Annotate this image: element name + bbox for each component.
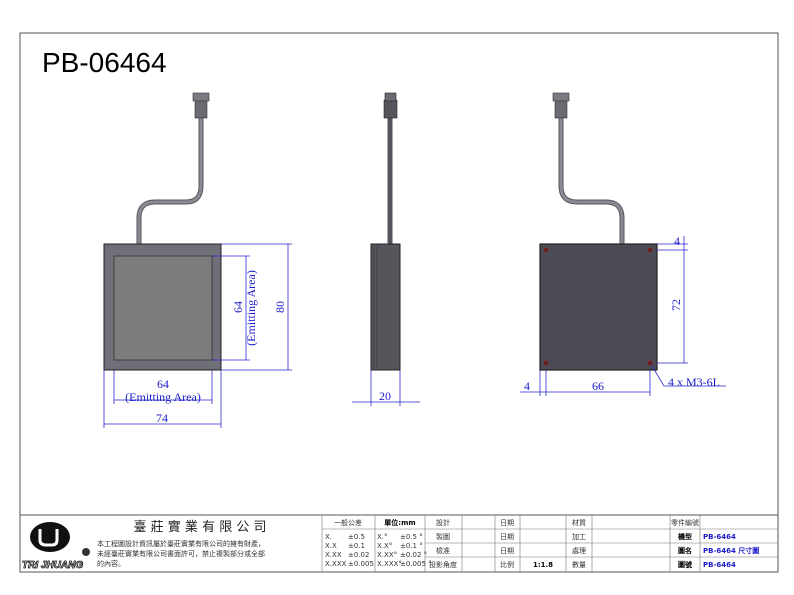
dim-depth: 20 [379, 389, 391, 403]
tolerance-value: ±0.1 ° [400, 542, 423, 550]
cable [558, 115, 625, 247]
logo-text: TRI JHUANG [22, 560, 83, 571]
tolerance-value: ±0.02 [348, 551, 369, 559]
date-label: 日期 [500, 533, 514, 541]
drawing-title: PB-06464 [42, 47, 167, 78]
cable [136, 115, 204, 247]
panel-side [370, 243, 401, 371]
part-value: PB-6464 [703, 533, 736, 541]
dim-emit-height: 64 [231, 301, 245, 313]
dim-overall-width: 74 [156, 411, 168, 425]
tolerance-format: X.XXX [325, 560, 347, 568]
date-label: 日期 [500, 547, 514, 555]
company-logo: TRI JHUANG [22, 522, 90, 571]
tolerance-value: ±0.1 [348, 542, 365, 550]
role-label: 檢准 [436, 546, 450, 555]
dim-hole-pitch-v: 72 [669, 299, 683, 311]
dim-emit-width: 64 [157, 377, 169, 391]
back-view: 4 72 4 66 4 x M3-6L [520, 92, 726, 396]
tolerance-value: ±0.5 [348, 533, 365, 541]
tolerance-format: X.X [325, 542, 337, 550]
part-label: 圖名 [678, 546, 692, 555]
role-label: 設計 [436, 518, 450, 527]
date-label: 比例 [500, 560, 514, 569]
connector [194, 99, 208, 119]
tolerance-format: X.XXX° [377, 560, 402, 568]
part-value: PB-6464 [703, 561, 736, 569]
tolerance-value: ±0.005 [348, 560, 374, 568]
material-label: 加工 [572, 532, 586, 541]
company-name: 臺 莊 實 業 有 限 公 司 [134, 519, 267, 535]
part-label: 零件編號 [671, 518, 699, 527]
dim-edge-left: 4 [524, 379, 530, 393]
tolerance-header: 一般公差 [334, 518, 362, 527]
connector [383, 99, 398, 119]
mounting-holes [543, 247, 653, 366]
role-label: 製圖 [436, 532, 450, 541]
side-view: 20 [352, 92, 420, 406]
dim-edge-top: 4 [674, 234, 680, 248]
dim-emit-height-label: (Emitting Area) [244, 270, 258, 346]
part-label: 圖號 [678, 560, 692, 569]
hole-callout: 4 x M3-6L [668, 375, 720, 389]
tolerance-value: ±0.5 ° [400, 533, 423, 541]
role-label: 投影角度 [429, 560, 457, 569]
tolerance-value: ±0.02 ° [400, 551, 427, 559]
part-value: PB-6464 尺寸圖 [703, 546, 759, 555]
connector [554, 99, 568, 119]
tolerance-format: X.XX° [377, 551, 397, 559]
notice-line: 本工程圖設計資訊屬於臺莊實業有限公司的擁有財產， [97, 539, 265, 548]
part-label: 機型 [678, 532, 692, 541]
tolerance-format: X.XX [325, 551, 342, 559]
material-label: 數量 [572, 560, 586, 569]
tolerance-format: X. [325, 533, 332, 541]
front-view: 80 64 (Emitting Area) 64 (Emitting Area)… [103, 92, 292, 428]
dim-overall-height: 80 [273, 301, 287, 313]
material-label: 材質 [572, 518, 586, 527]
date-label: 日期 [500, 519, 514, 527]
title-block: TRI JHUANG 臺 莊 實 業 有 限 公 司 本工程圖設計資訊屬於臺莊實… [19, 514, 779, 573]
dim-emit-width-label: (Emitting Area) [125, 390, 201, 404]
unit-label: 單位:mm [384, 518, 415, 527]
emitting-area [113, 255, 213, 361]
scale-value: 1:1.8 [533, 561, 553, 569]
material-label: 處理 [572, 546, 586, 555]
dim-hole-pitch-h: 66 [592, 379, 604, 393]
tolerance-format: X.° [377, 533, 388, 541]
notice-line: 未經臺莊實業有限公司書面許可，禁止複製部分或全部 [97, 549, 265, 558]
tolerance-value: ±0.005 ° [400, 560, 432, 568]
tolerance-format: X.X° [377, 542, 392, 550]
panel-back [539, 243, 658, 371]
notice-line: 的內容。 [97, 559, 125, 568]
